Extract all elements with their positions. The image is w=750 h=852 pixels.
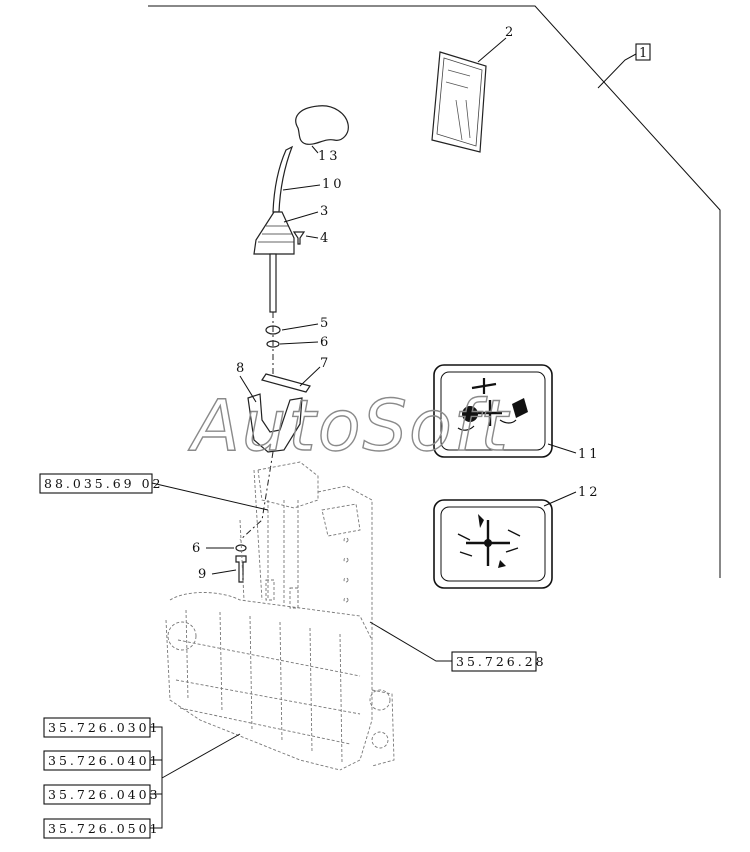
- watermark-text: AutoSoft: [188, 385, 510, 467]
- leader-1: [597, 53, 637, 89]
- ref-35-726-0501: 35.726.0501: [48, 821, 161, 836]
- callout-13: 13: [318, 149, 341, 164]
- ref-35-726-0403: 35.726.0403: [48, 787, 161, 802]
- bracket-8-part: [247, 393, 303, 453]
- leader-13: [311, 145, 319, 154]
- lever-rod-part: [269, 253, 277, 313]
- callout-box-1: [635, 43, 651, 61]
- leader-2: [477, 37, 507, 63]
- leader-ref-35-726-28: [369, 621, 452, 662]
- leader-5: [281, 323, 319, 331]
- ref-88-035-69-02: 88.035.69 02: [44, 476, 164, 491]
- ref-35-726-28: 35.726.28: [456, 654, 547, 669]
- leader-12: [543, 491, 577, 507]
- callout-12: 12: [578, 485, 601, 500]
- ref-35-726-0401: 35.726.0401: [48, 753, 161, 768]
- valve-block-ghost: [165, 461, 395, 771]
- leader-4: [305, 235, 319, 239]
- pin-7-part: [261, 373, 311, 393]
- callout-6-lower: 6: [192, 541, 203, 556]
- callout-8: 8: [236, 361, 247, 376]
- control-lever-part: [272, 145, 294, 213]
- control-knob-part: [295, 105, 349, 145]
- operator-manual-part: [431, 51, 487, 153]
- leader-6-upper: [279, 341, 319, 345]
- callout-4: 4: [320, 231, 331, 246]
- lever-boot-part: [253, 211, 295, 255]
- screw-4-part: [292, 231, 306, 245]
- leader-3: [283, 211, 319, 223]
- callout-1: 1: [639, 46, 650, 61]
- leader-11: [547, 443, 577, 454]
- leader-7: [299, 366, 321, 387]
- callout-3: 3: [320, 204, 331, 219]
- callout-10: 10: [322, 177, 345, 192]
- ref-35-726-0301: 35.726.0301: [48, 720, 161, 735]
- leader-8: [239, 375, 257, 403]
- callout-6-upper: 6: [320, 335, 331, 350]
- leader-10: [282, 184, 321, 191]
- leader-9: [211, 569, 237, 575]
- leader-ref-group: [150, 726, 241, 829]
- decal-11-part: [433, 364, 553, 458]
- frame-border: [148, 5, 721, 578]
- decal-12-part: [433, 499, 553, 589]
- callout-9: 9: [198, 567, 209, 582]
- callout-7: 7: [320, 356, 331, 371]
- leader-ref-88-035: [151, 482, 269, 511]
- bolt-9-part: [235, 555, 247, 583]
- callout-5: 5: [320, 316, 331, 331]
- callout-2: 2: [505, 25, 516, 40]
- callout-11: 11: [578, 447, 601, 462]
- axis-line: [239, 312, 274, 541]
